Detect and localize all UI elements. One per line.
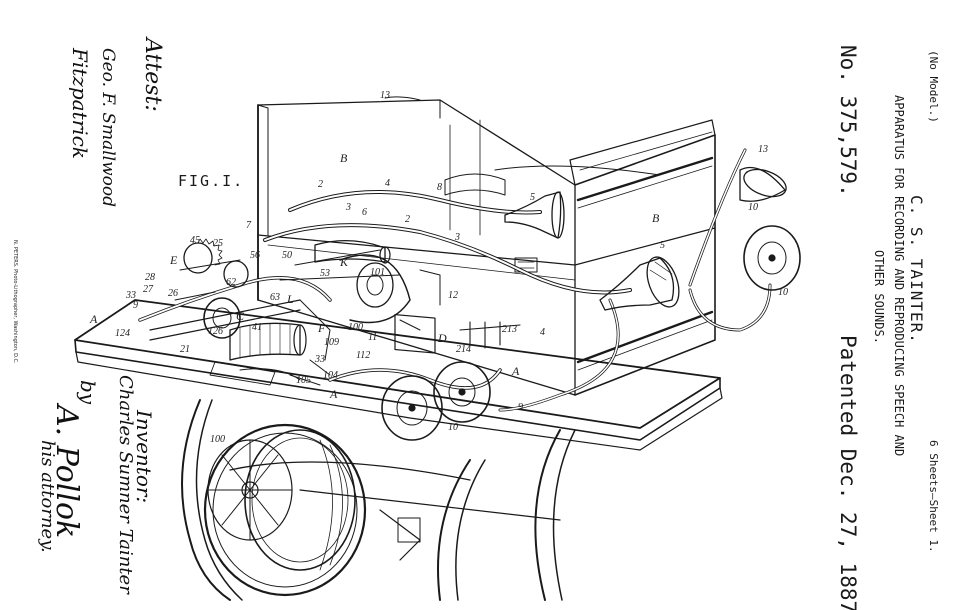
ref-5-b: 5 xyxy=(660,240,665,251)
ref-45: 45 xyxy=(190,235,200,246)
ref-6: 6 xyxy=(362,207,367,218)
flywheel xyxy=(203,423,367,597)
ref-C: C xyxy=(236,309,245,323)
ref-21: 21 xyxy=(180,344,190,355)
cabinet-box xyxy=(257,96,716,396)
ref-8: 8 xyxy=(437,182,442,193)
ref-2-a: 2 xyxy=(318,179,323,190)
ref-F: F xyxy=(317,321,326,335)
ref-3-b: 3 xyxy=(454,232,460,243)
ref-9-b: 9 xyxy=(518,402,523,413)
ref-126: 126 xyxy=(208,326,223,337)
ref-124: 124 xyxy=(115,328,130,339)
ref-4-a: 4 xyxy=(385,178,390,189)
ref-12: 12 xyxy=(448,290,458,301)
ref-28: 28 xyxy=(145,272,155,283)
funnel-horns xyxy=(504,191,680,311)
ref-10-a: 10 xyxy=(748,202,758,213)
speaking-tubes xyxy=(138,148,772,412)
reference-labels: 13 13 B B 2 2 3 3 4 4 5 5 6 7 8 9 9 10 1… xyxy=(89,90,788,445)
ref-A-3: A xyxy=(329,387,338,401)
ref-100-a: 100 xyxy=(348,322,363,333)
ref-B-2: B xyxy=(652,211,660,225)
ref-33-a: 33 xyxy=(125,290,136,301)
ref-10-c: 10 xyxy=(448,422,458,433)
table-stand xyxy=(181,399,576,601)
ref-E: E xyxy=(169,253,178,267)
ref-11: 11 xyxy=(368,332,377,343)
table-top xyxy=(74,299,723,451)
ref-112: 112 xyxy=(356,350,370,361)
recording-mechanism xyxy=(149,238,521,386)
ref-41: 41 xyxy=(252,322,262,333)
ref-D: D xyxy=(437,331,447,345)
ref-A-1: A xyxy=(89,312,98,326)
ref-104: 104 xyxy=(323,370,338,381)
ref-A-2: A xyxy=(511,364,520,378)
ref-26: 26 xyxy=(168,288,178,299)
ref-101: 101 xyxy=(370,267,385,278)
ref-50: 50 xyxy=(282,250,292,261)
ref-27: 27 xyxy=(143,284,154,295)
ref-B-1: B xyxy=(340,151,348,165)
ref-25: 25 xyxy=(213,238,223,249)
ref-K: K xyxy=(339,255,349,269)
ref-109: 109 xyxy=(324,337,339,348)
ref-213: 213 xyxy=(502,324,517,335)
ear-pieces xyxy=(381,166,801,441)
ref-3-a: 3 xyxy=(345,202,351,213)
ref-100-b: 100 xyxy=(210,434,225,445)
figure-label: FIG.I. xyxy=(178,172,245,190)
ref-2-b: 2 xyxy=(405,214,410,225)
ref-33-b: 33 xyxy=(314,354,325,365)
ref-56: 56 xyxy=(250,250,260,261)
ref-7: 7 xyxy=(246,220,252,231)
ref-63: 63 xyxy=(270,292,280,303)
ref-13-right: 13 xyxy=(758,144,768,155)
ref-L: L xyxy=(286,292,294,306)
ref-62: 62 xyxy=(226,277,236,288)
ref-9-a: 9 xyxy=(133,300,138,311)
ref-10-b: 10 xyxy=(778,287,788,298)
ref-4-b: 4 xyxy=(540,327,545,338)
ref-5-a: 5 xyxy=(530,192,535,203)
ref-105: 105 xyxy=(296,375,311,386)
ref-214: 214 xyxy=(456,344,471,355)
ref-13-top: 13 xyxy=(380,90,390,101)
ref-53: 53 xyxy=(320,268,330,279)
